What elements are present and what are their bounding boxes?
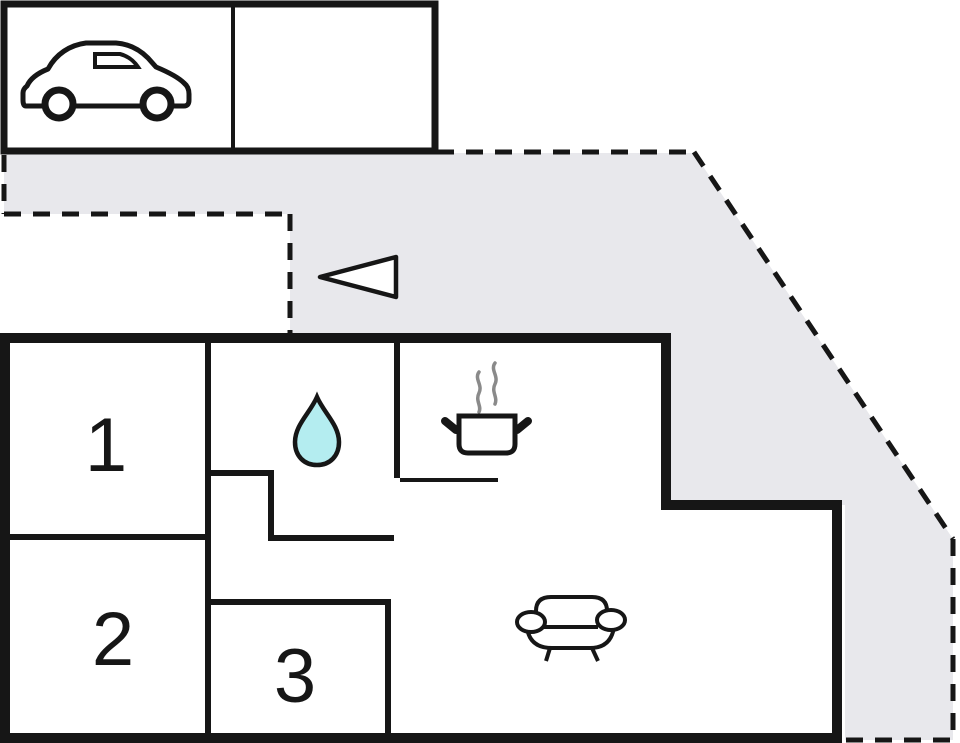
sofa-icon [515,595,627,662]
water-drop-icon [292,391,342,468]
steam-icon [475,361,498,414]
entrance-arrow-icon [317,254,399,300]
carport [0,0,439,155]
house-outer-walls [0,333,842,743]
room-3-label: 3 [274,634,316,719]
terrace-area [4,153,953,740]
room-2-label: 2 [92,597,134,682]
cooking-pot-icon [441,361,532,456]
terrace-dashed-boundary [1,149,956,743]
car-icon [20,40,192,122]
interior-walls [8,341,498,735]
room-1-label: 1 [85,403,127,488]
